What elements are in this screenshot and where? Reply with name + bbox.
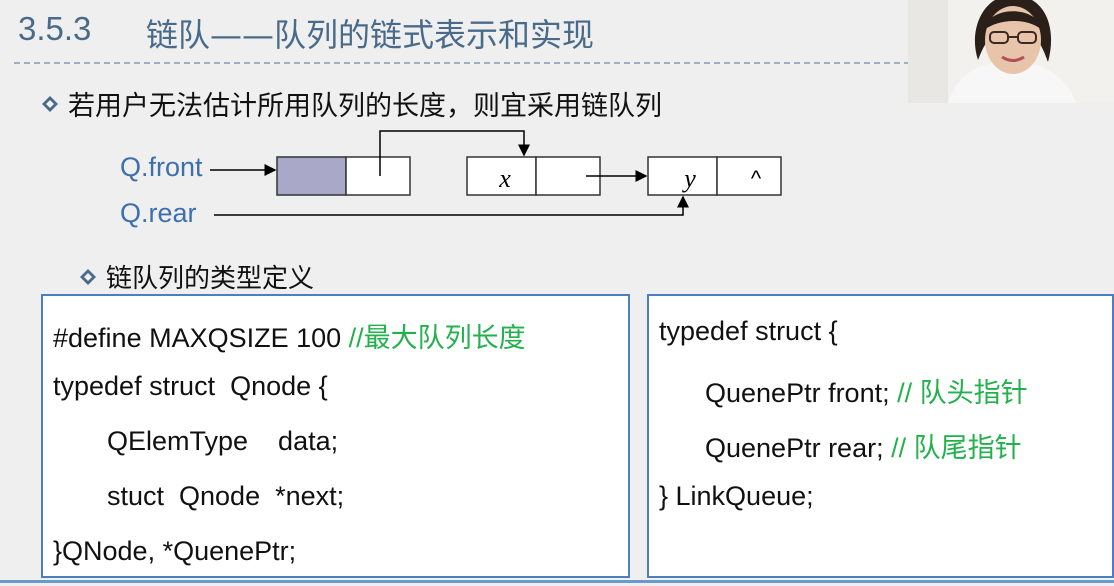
bottom-divider [0,580,1114,583]
qnode-code-box: #define MAXQSIZE 100 //最大队列长度 typedef st… [41,294,630,578]
node-x-label: x [498,164,511,193]
presenter-video [908,0,1114,103]
head-node-next-cell [345,156,411,196]
front-field-code: QuenePtr front; [705,378,898,408]
rear-field-comment: // 队尾指针 [891,433,1022,463]
front-field-comment: // 队头指针 [897,378,1028,408]
code-line-typedef: typedef struct { [659,316,838,346]
code-line-struct-end: }QNode, *QuenePtr; [53,536,297,566]
front-pointer-label: Q.front [120,152,203,182]
null-pointer-symbol: ^ [751,166,762,191]
code-line-front-field: QuenePtr front; // 队头指针 [705,371,1028,410]
code-line-typedef: typedef struct Qnode { [53,371,328,401]
rear-arrow [214,195,689,216]
code-line-rear-field: QuenePtr rear; // 队尾指针 [705,426,1022,465]
head-node-data-cell [276,156,347,196]
diamond-bullet-icon [80,268,96,285]
sub-bullet-text: 链队列的类型定义 [106,264,315,294]
linked-queue-diagram: x y ^ [210,130,782,216]
rear-pointer-label: Q.rear [120,198,197,228]
slide-title-bar: 3.5.3 链队——队列的链式表示和实现 [0,0,1114,70]
code-line-define: #define MAXQSIZE 100 //最大队列长度 [53,316,526,355]
bullet-use-linked-queue: 若用户无法估计所用队列的长度，则宜采用链队列 [42,84,662,123]
node-y-label: y [681,164,696,193]
linkqueue-code-box: typedef struct { QuenePtr front; // 队头指针… [647,294,1114,578]
code-line-data-field: QElemType data; [107,426,339,456]
rear-field-code: QuenePtr rear; [705,433,892,463]
bullet-text: 若用户无法估计所用队列的长度，则宜采用链队列 [68,91,662,122]
slide-title: 链队——队列的链式表示和实现 [146,16,595,54]
bullet-type-definition: 链队列的类型定义 [80,258,314,295]
node-y-data-cell [647,156,718,196]
node-y-next-cell [716,156,782,196]
code-line-struct-end: } LinkQueue; [659,481,814,511]
diamond-bullet-icon [42,95,58,112]
define-comment: //最大队列长度 [348,323,526,353]
define-code: #define MAXQSIZE 100 [53,323,349,353]
section-number: 3.5.3 [18,10,92,47]
title-divider [14,62,910,64]
presenter-avatar [908,0,1114,103]
head-to-x-arrow [379,130,530,176]
code-line-next-field: stuct Qnode *next; [107,481,345,511]
